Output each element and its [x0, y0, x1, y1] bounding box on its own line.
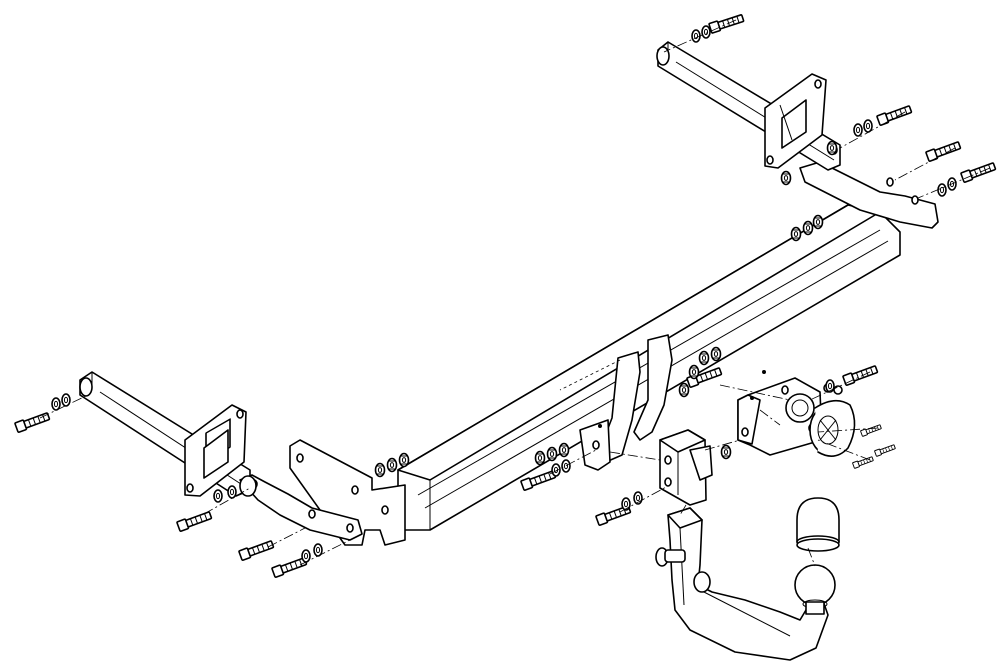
- detachable-towball-neck: [655, 507, 836, 661]
- main-crossbar: [289, 161, 939, 546]
- towball-cover-cap: [796, 497, 840, 552]
- right-side-arm: [656, 41, 841, 171]
- socket-bracket: [737, 377, 823, 456]
- bolts-washers-nuts: [13, 12, 997, 579]
- neck-receiver-housing: [659, 429, 713, 506]
- assembly-centre-lines: [39, 19, 991, 567]
- left-side-arm: [79, 371, 363, 541]
